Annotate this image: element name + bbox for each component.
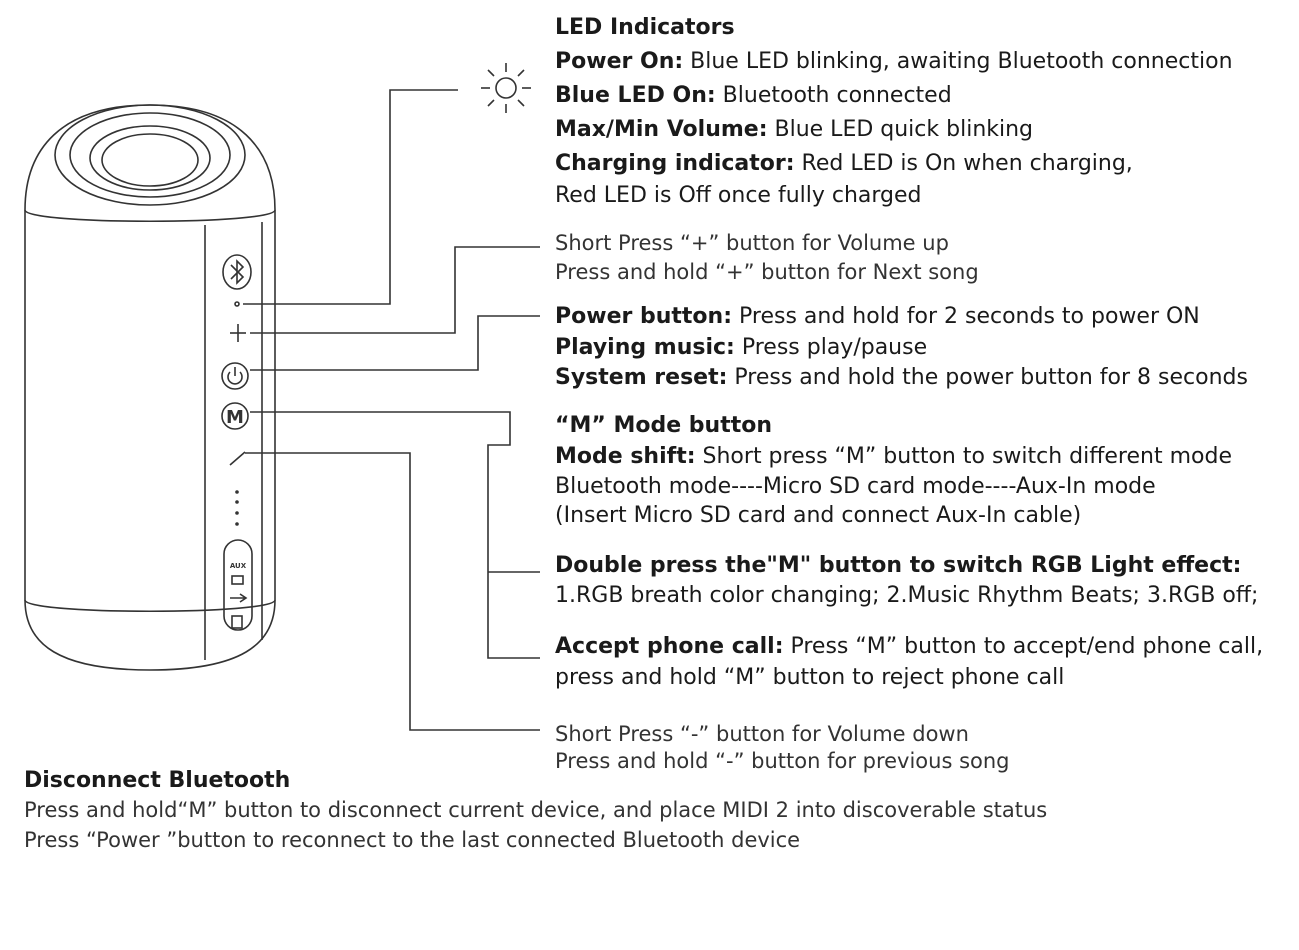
led-dot-icon [234,301,240,307]
rgb-heading: Double press the"M" button to switch RGB… [555,553,1242,578]
port-cover[interactable]: AUX [223,539,253,631]
led-charging-text: Red LED is On when charging, [794,151,1133,176]
power-button-line: Power button: Press and hold for 2 secon… [555,306,1200,328]
leader-plus [250,246,540,334]
phone-call-text: Press “M” button to accept/end phone cal… [783,634,1264,659]
mode-shift-text: Short press “M” button to switch differe… [695,444,1232,469]
speaker-body [24,104,276,671]
power-button-label: Power button: [555,304,733,329]
microphone-dots-icon [235,490,239,526]
system-reset-text: Press and hold the power button for 8 se… [727,365,1248,390]
bluetooth-logo-icon [222,254,252,290]
power-button-text: Press and hold for 2 seconds to power ON [732,304,1200,329]
led-maxmin-label: Max/Min Volume: [555,117,768,142]
insert-line: (Insert Micro SD card and connect Aux-In… [555,503,1082,528]
led-blue-on-line: Blue LED On: Bluetooth connected [555,85,952,107]
led-power-on-text: Blue LED blinking, awaiting Bluetooth co… [683,49,1233,74]
rgb-text: 1.RGB breath color changing; 2.Music Rhy… [555,583,1259,608]
led-blue-on-label: Blue LED On: [555,83,716,108]
disconnect-heading: Disconnect Bluetooth [24,768,291,793]
charging-port-icon [231,615,243,629]
leader-m [250,411,540,659]
m-button-icon[interactable]: M [221,402,249,430]
playing-music-text: Press play/pause [734,335,928,360]
mode-shift-label: Mode shift: [555,444,696,469]
disconnect-line2: Press “Power ”button to reconnect to the… [24,828,801,852]
led-power-on-label: Power On: [555,49,684,74]
plus-button-icon[interactable] [230,324,246,342]
m-button-glyph: M [226,407,244,428]
led-charging-label: Charging indicator: [555,151,795,176]
power-button-icon[interactable] [221,362,249,390]
phone-call-text2: press and hold “M” button to reject phon… [555,665,1065,690]
aux-port-label: AUX [230,562,247,570]
led-maxmin-text: Blue LED quick blinking [767,117,1034,142]
top-grille [54,104,246,206]
modes-line: Bluetooth mode----Micro SD card mode----… [555,474,1156,499]
minus-button-icon[interactable] [229,451,246,466]
volume-up-line2: Press and hold “+” button for Next song [555,260,979,284]
system-reset-line: System reset: Press and hold the power b… [555,367,1248,389]
mode-button-heading: “M” Mode button [555,413,773,438]
usb-icon [230,593,248,603]
leader-power [250,315,540,371]
leader-led [243,89,458,305]
led-maxmin-line: Max/Min Volume: Blue LED quick blinking [555,119,1033,141]
volume-up-line1: Short Press “+” button for Volume up [555,231,949,255]
volume-down-line2: Press and hold “-” button for previous s… [555,749,1010,773]
phone-call-label: Accept phone call: [555,634,784,659]
volume-down-line1: Short Press “-” button for Volume down [555,722,969,746]
playing-music-label: Playing music: [555,335,735,360]
phone-call-line: Accept phone call: Press “M” button to a… [555,636,1263,658]
control-column: M AUX [221,254,253,631]
led-charging-text2: Red LED is Off once fully charged [555,183,922,208]
disconnect-line1: Press and hold“M” button to disconnect c… [24,798,1048,822]
led-charging-line: Charging indicator: Red LED is On when c… [555,153,1133,175]
led-blue-on-text: Bluetooth connected [715,83,952,108]
led-indicators-heading: LED Indicators [555,15,735,40]
system-reset-label: System reset: [555,365,728,390]
mode-shift-line: Mode shift: Short press “M” button to sw… [555,446,1232,468]
playing-music-line: Playing music: Press play/pause [555,337,927,359]
led-light-icon [481,63,531,113]
leader-minus [245,452,540,731]
sd-card-icon [231,575,244,585]
led-power-on-line: Power On: Blue LED blinking, awaiting Bl… [555,51,1233,73]
